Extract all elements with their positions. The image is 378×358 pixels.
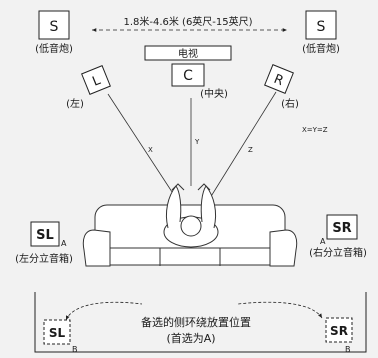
surround-right-letter: SR bbox=[332, 221, 351, 236]
surround-right-sub: A bbox=[320, 237, 326, 246]
line-label-z: Z bbox=[248, 146, 253, 154]
subwoofer-left: S (低音炮) bbox=[35, 10, 73, 55]
alt-surround-left-letter: SL bbox=[49, 326, 66, 340]
surround-left-caption: (左分立音箱) bbox=[15, 252, 73, 265]
alt-surround-left-speaker: SL B bbox=[43, 319, 78, 354]
alt-surround-right-speaker: SR B bbox=[325, 317, 353, 354]
alt-surround-left-sub: B bbox=[72, 345, 78, 354]
distance-label: 1.8米-4.6米 (6英尺-15英尺) bbox=[123, 15, 252, 28]
front-left-caption: (左) bbox=[66, 97, 84, 110]
alt-surround-right-letter: SR bbox=[330, 324, 348, 338]
subwoofer-right-letter: S bbox=[317, 19, 326, 35]
surround-right-caption: (右分立音箱) bbox=[309, 246, 367, 259]
surround-right-speaker: SR A (右分立音箱) bbox=[309, 214, 367, 259]
subwoofer-left-letter: S bbox=[50, 19, 59, 35]
surround-left-sub: A bbox=[61, 239, 67, 248]
center-speaker: C (中央) bbox=[171, 63, 228, 100]
listener bbox=[163, 183, 219, 248]
tv-label: 电视 bbox=[178, 47, 198, 60]
front-left-speaker: L (左) bbox=[66, 65, 111, 110]
tv: 电视 bbox=[144, 45, 232, 61]
listening-lines bbox=[107, 91, 277, 199]
front-right-caption: (右) bbox=[281, 97, 299, 110]
subwoofer-right: S (低音炮) bbox=[302, 10, 340, 55]
alt-surround-right-sub: B bbox=[345, 345, 351, 354]
front-right-speaker: R (右) bbox=[264, 64, 299, 110]
equation-label: X=Y=Z bbox=[302, 126, 328, 134]
alternative-area: 备选的侧环绕放置位置 (首选为A) bbox=[34, 292, 367, 353]
subwoofer-right-caption: (低音炮) bbox=[302, 42, 340, 55]
distance-dimension: 1.8米-4.6米 (6英尺-15英尺) bbox=[92, 15, 287, 32]
center-caption: (中央) bbox=[200, 87, 228, 100]
line-label-y: Y bbox=[194, 138, 200, 146]
subwoofer-left-caption: (低音炮) bbox=[35, 42, 73, 55]
center-letter: C bbox=[183, 68, 193, 84]
surround-left-letter: SL bbox=[36, 228, 54, 243]
alt-area-line1: 备选的侧环绕放置位置 bbox=[141, 315, 251, 329]
alt-area-line2: (首选为A) bbox=[166, 331, 215, 345]
surround-left-speaker: SL A (左分立音箱) bbox=[15, 221, 73, 265]
line-label-x: X bbox=[148, 146, 153, 154]
